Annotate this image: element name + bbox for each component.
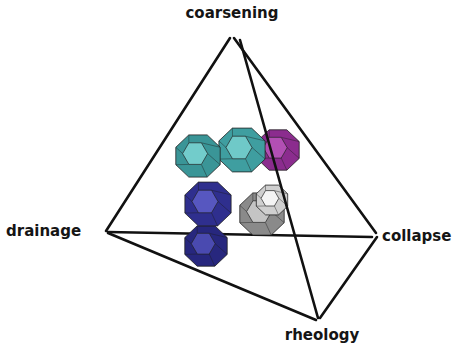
cell-facet — [252, 148, 265, 160]
cell-facet — [212, 190, 232, 195]
vertex-label: collapse — [382, 227, 451, 245]
vertex-label: drainage — [6, 222, 81, 240]
cell-facet — [269, 130, 270, 138]
cell-face — [192, 190, 218, 213]
cell-outline — [185, 182, 231, 226]
cell-facet — [209, 233, 227, 237]
cell-outline — [176, 135, 220, 177]
cell-facet — [176, 164, 189, 165]
cell-face — [261, 191, 279, 206]
cell-facet — [218, 202, 231, 214]
cell-facet — [176, 147, 183, 153]
vertex-label-text: drainage — [6, 222, 81, 240]
foam-cells — [176, 128, 299, 266]
cell-facet — [240, 222, 253, 223]
cell-facet — [198, 182, 199, 190]
cell-facet — [201, 143, 220, 147]
cell-facet — [185, 238, 192, 244]
cell-facet — [188, 135, 189, 143]
cell-facet — [281, 158, 287, 170]
cell-facet — [212, 213, 218, 226]
vertex-label-text: coarsening — [185, 4, 278, 22]
tetrahedron-edges — [106, 38, 377, 320]
foam-cell — [185, 226, 227, 266]
cell-facet — [215, 244, 227, 255]
cell-face — [183, 143, 208, 165]
vertex-label-text: rheology — [285, 326, 360, 344]
cell-facet — [219, 141, 226, 148]
cell-facet — [201, 164, 207, 177]
cell-facet — [197, 226, 198, 234]
cell-outline — [185, 226, 227, 266]
cell-facet — [274, 206, 278, 215]
cell-facet — [281, 137, 299, 141]
cell-facet — [185, 195, 192, 202]
cell-facet — [246, 159, 252, 172]
cell-facet — [256, 194, 261, 198]
cell-facet — [232, 128, 233, 136]
foam-cell — [185, 182, 231, 226]
vertex-label-text: collapse — [382, 227, 451, 245]
cell-facet — [256, 205, 265, 206]
cell-facet — [219, 158, 233, 159]
cell-facet — [287, 148, 299, 159]
cell-face — [191, 233, 215, 254]
foam-cell — [176, 135, 220, 177]
vertex-label: coarsening — [185, 4, 278, 22]
cell-facet — [252, 193, 253, 201]
cell-facet — [185, 212, 199, 213]
tetrahedron-back-edge — [108, 232, 372, 237]
cell-facet — [240, 205, 247, 211]
cell-face — [226, 136, 252, 159]
cell-facet — [185, 254, 198, 255]
cell-facet — [246, 136, 266, 141]
cell-facet — [208, 154, 221, 165]
vertex-label: rheology — [285, 326, 360, 344]
cell-facet — [265, 185, 266, 191]
foam-cell — [219, 128, 265, 172]
cell-outline — [219, 128, 265, 172]
cell-facet — [209, 254, 215, 266]
cell-facet — [265, 222, 271, 235]
cell-facet — [274, 191, 287, 194]
